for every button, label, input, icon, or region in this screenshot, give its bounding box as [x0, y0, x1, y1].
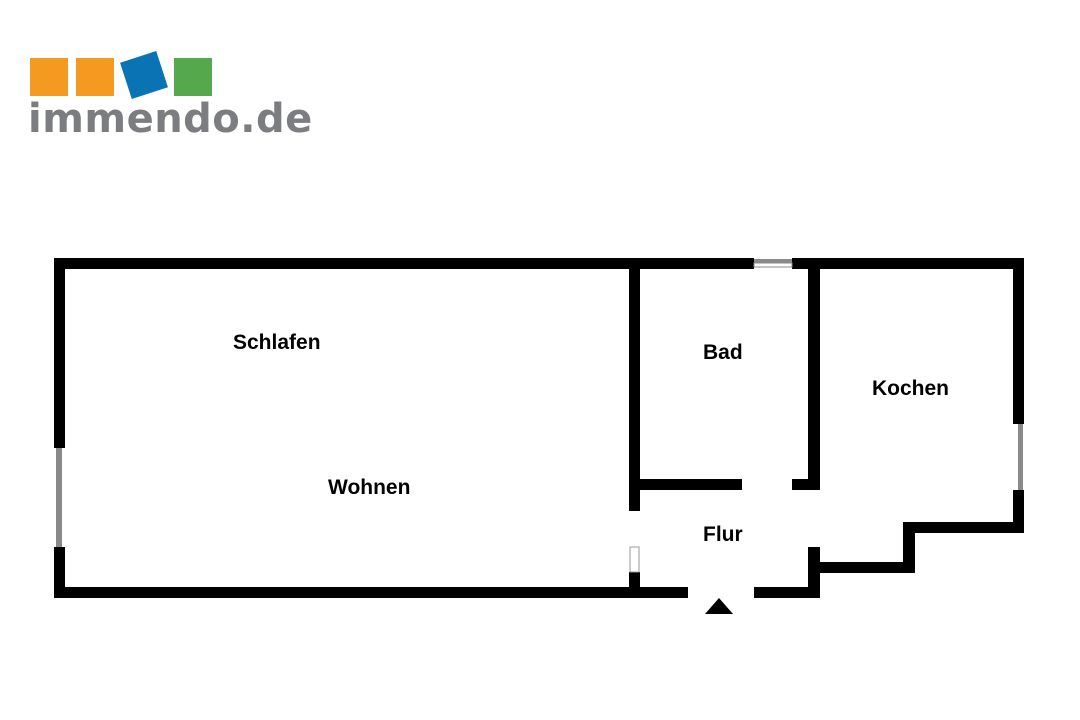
logo-wordmark: immendo.de [28, 96, 313, 142]
wall-kitchen-bottom-upper [903, 522, 1024, 533]
wall-left-lower [54, 547, 65, 598]
room-label-wohnen: Wohnen [328, 476, 410, 499]
logo-square-green [174, 58, 212, 96]
walls [54, 258, 1024, 598]
wall-living-bath-divider [629, 258, 640, 511]
wall-kitchen-bottom-lower [808, 562, 915, 573]
logo-square-orange-2 [76, 58, 114, 96]
triangle-up-icon [705, 598, 733, 614]
room-label-bad: Bad [703, 341, 743, 364]
window-bath-top-frame [753, 262, 793, 268]
wall-bottom-left [54, 587, 688, 598]
wall-left-upper [54, 258, 65, 448]
wall-kitchen-right-upper [1013, 258, 1024, 424]
wall-living-door-stub [629, 572, 640, 598]
wall-kitchen-step [903, 522, 915, 572]
wall-bath-kitchen-divider [808, 258, 820, 490]
door-frame-living [629, 546, 640, 573]
wall-top-right [792, 258, 1024, 269]
wall-top-left [54, 258, 754, 269]
room-labels: Schlafen Wohnen Bad Kochen Flur [233, 331, 949, 546]
logo-square-orange-1 [30, 58, 68, 96]
room-label-flur: Flur [703, 523, 743, 546]
windows [56, 259, 1023, 573]
window-bath-top [754, 259, 792, 264]
room-label-kochen: Kochen [872, 377, 949, 400]
wall-bath-bottom-left [629, 479, 742, 490]
room-label-schlafen: Schlafen [233, 331, 321, 354]
wall-bath-bottom-right [792, 479, 820, 490]
window-living-left [56, 448, 62, 547]
window-kitchen-right [1018, 424, 1023, 490]
wall-bottom-entrance-right [754, 587, 820, 598]
wall-kitchen-right-lower [1013, 490, 1024, 533]
